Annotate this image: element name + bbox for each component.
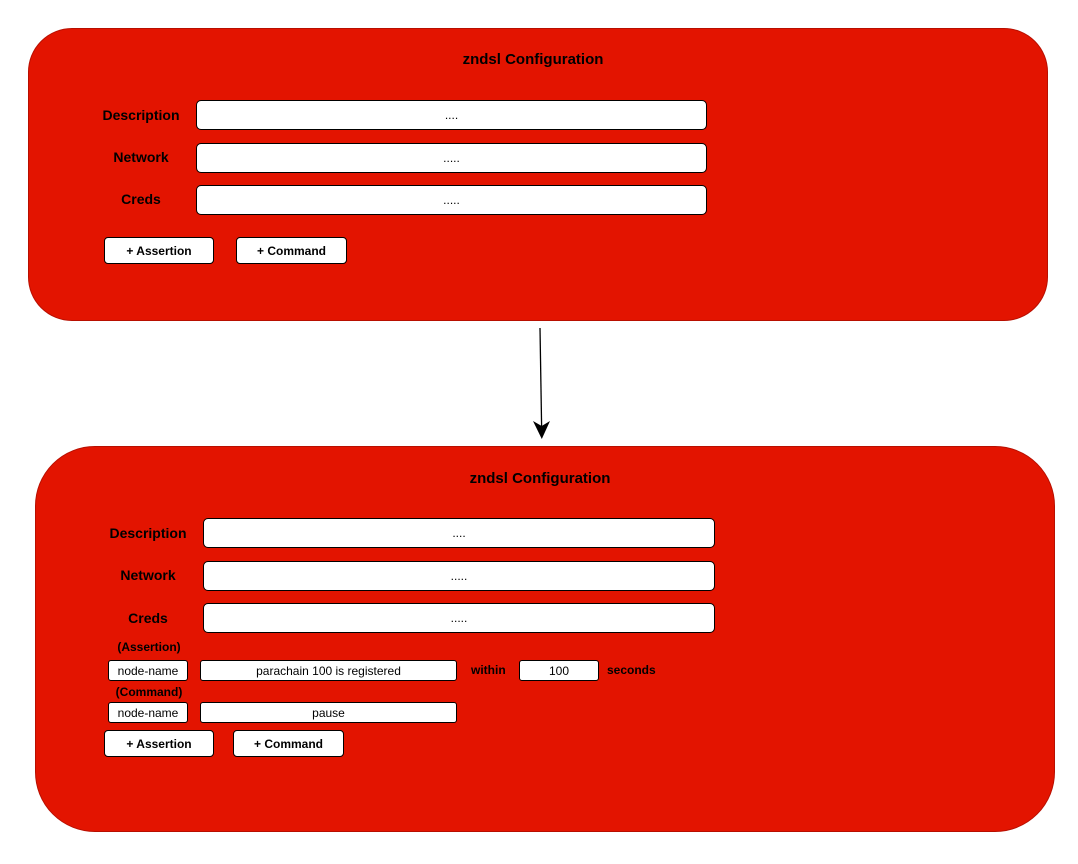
description-field[interactable]: .... — [203, 518, 715, 548]
command-section-label: (Command) — [115, 685, 183, 699]
add-command-button[interactable]: + Command — [236, 237, 347, 264]
description-label: Description — [109, 525, 187, 541]
description-field[interactable]: .... — [196, 100, 707, 130]
assertion-node-field[interactable]: node-name — [108, 660, 188, 681]
network-label: Network — [113, 149, 169, 165]
panel-title: zndsl Configuration — [462, 51, 604, 68]
seconds-label: seconds — [607, 663, 656, 677]
within-label: within — [471, 663, 506, 677]
creds-label: Creds — [121, 191, 161, 207]
creds-field[interactable]: ..... — [196, 185, 707, 215]
assertion-condition-field[interactable]: parachain 100 is registered — [200, 660, 457, 681]
assertion-section-label: (Assertion) — [117, 640, 181, 654]
command-node-field[interactable]: node-name — [108, 702, 188, 723]
timeout-field[interactable]: 100 — [519, 660, 599, 681]
panel-title: zndsl Configuration — [469, 470, 611, 487]
network-field[interactable]: ..... — [196, 143, 707, 173]
creds-field[interactable]: ..... — [203, 603, 715, 633]
add-assertion-button[interactable]: + Assertion — [104, 237, 214, 264]
add-command-button[interactable]: + Command — [233, 730, 344, 757]
config-panel-after — [35, 446, 1055, 832]
add-assertion-button[interactable]: + Assertion — [104, 730, 214, 757]
network-label: Network — [120, 567, 176, 583]
network-field[interactable]: ..... — [203, 561, 715, 591]
description-label: Description — [102, 107, 180, 123]
config-panel-before — [28, 28, 1048, 321]
command-action-field[interactable]: pause — [200, 702, 457, 723]
creds-label: Creds — [128, 610, 168, 626]
